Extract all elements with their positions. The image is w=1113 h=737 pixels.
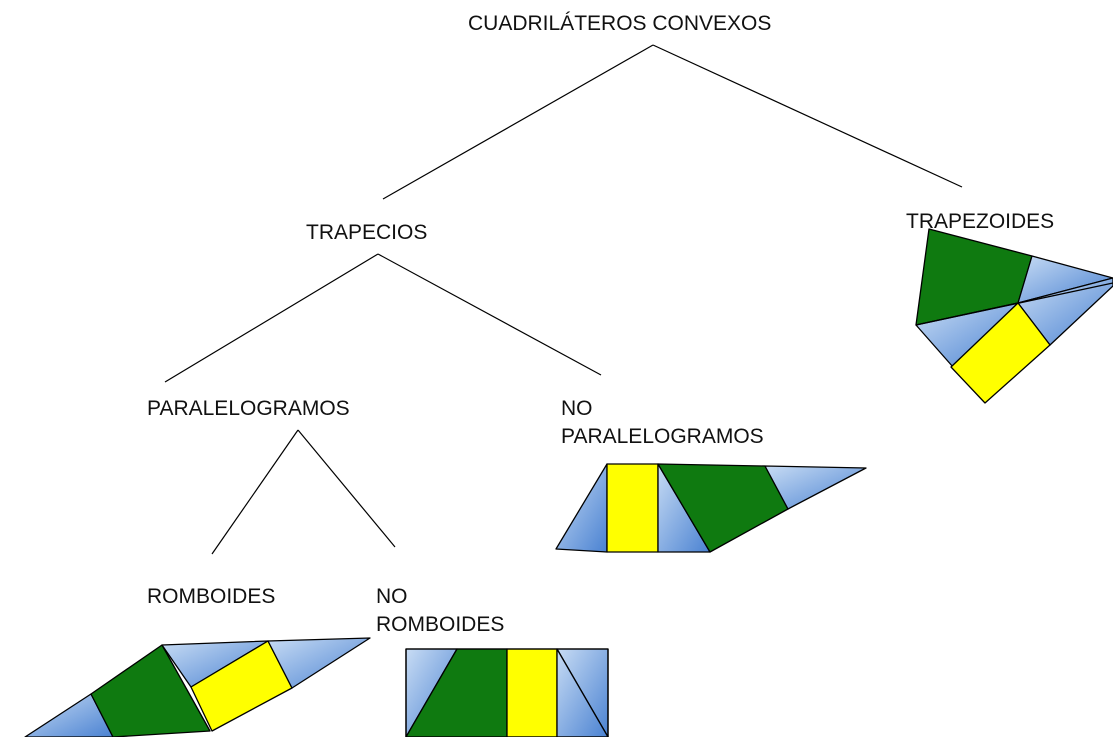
green-piece (90, 644, 211, 737)
seam-line (915, 282, 1113, 326)
trapezoides-node-label: TRAPEZOIDES (906, 210, 1055, 233)
rhomboid-tangram-figure (24, 637, 371, 737)
no-romboides-line2: ROMBOIDES (376, 613, 505, 636)
connector-paralelogramos-noromboides (297, 429, 396, 548)
trapecios-node-label: TRAPECIOS (306, 221, 428, 244)
connector-paralelogramos-romboides (211, 429, 299, 555)
connector-root-trapezoides (652, 44, 963, 188)
no-paralelogramos-node-label: NO PARALELOGRAMOS (561, 395, 764, 451)
romboides-node-label: ROMBOIDES (147, 585, 276, 608)
trapezoid-tangram-figure (915, 228, 1113, 404)
connector-trapecios-noparalelogramos (377, 253, 602, 376)
blue-triangle-piece (267, 637, 371, 689)
blue-triangle-piece (556, 648, 609, 737)
tree-connectors (164, 44, 963, 555)
blue-triangle-piece (764, 465, 867, 510)
no-paralelogramos-line2: PARALELOGRAMOS (561, 425, 764, 448)
root-node-label: CUADRILÁTEROS CONVEXOS (468, 12, 772, 35)
yellow-square-piece (506, 648, 558, 737)
yellow-square-piece (950, 302, 1051, 404)
no-romboides-node-label: NO ROMBOIDES (376, 583, 504, 639)
paralelogramos-node-label: PARALELOGRAMOS (147, 397, 350, 420)
non-parallelogram-tangram-figure (555, 463, 867, 553)
outline (405, 648, 609, 737)
non-rhomboid-tangram-figure (405, 648, 609, 737)
connector-root-trapecios (382, 44, 654, 200)
no-romboides-line1: NO (376, 585, 408, 608)
blue-triangle-piece (555, 463, 608, 553)
connector-trapecios-paralelogramos (164, 253, 379, 383)
no-paralelogramos-line1: NO (561, 397, 593, 420)
yellow-square-piece (606, 463, 659, 553)
